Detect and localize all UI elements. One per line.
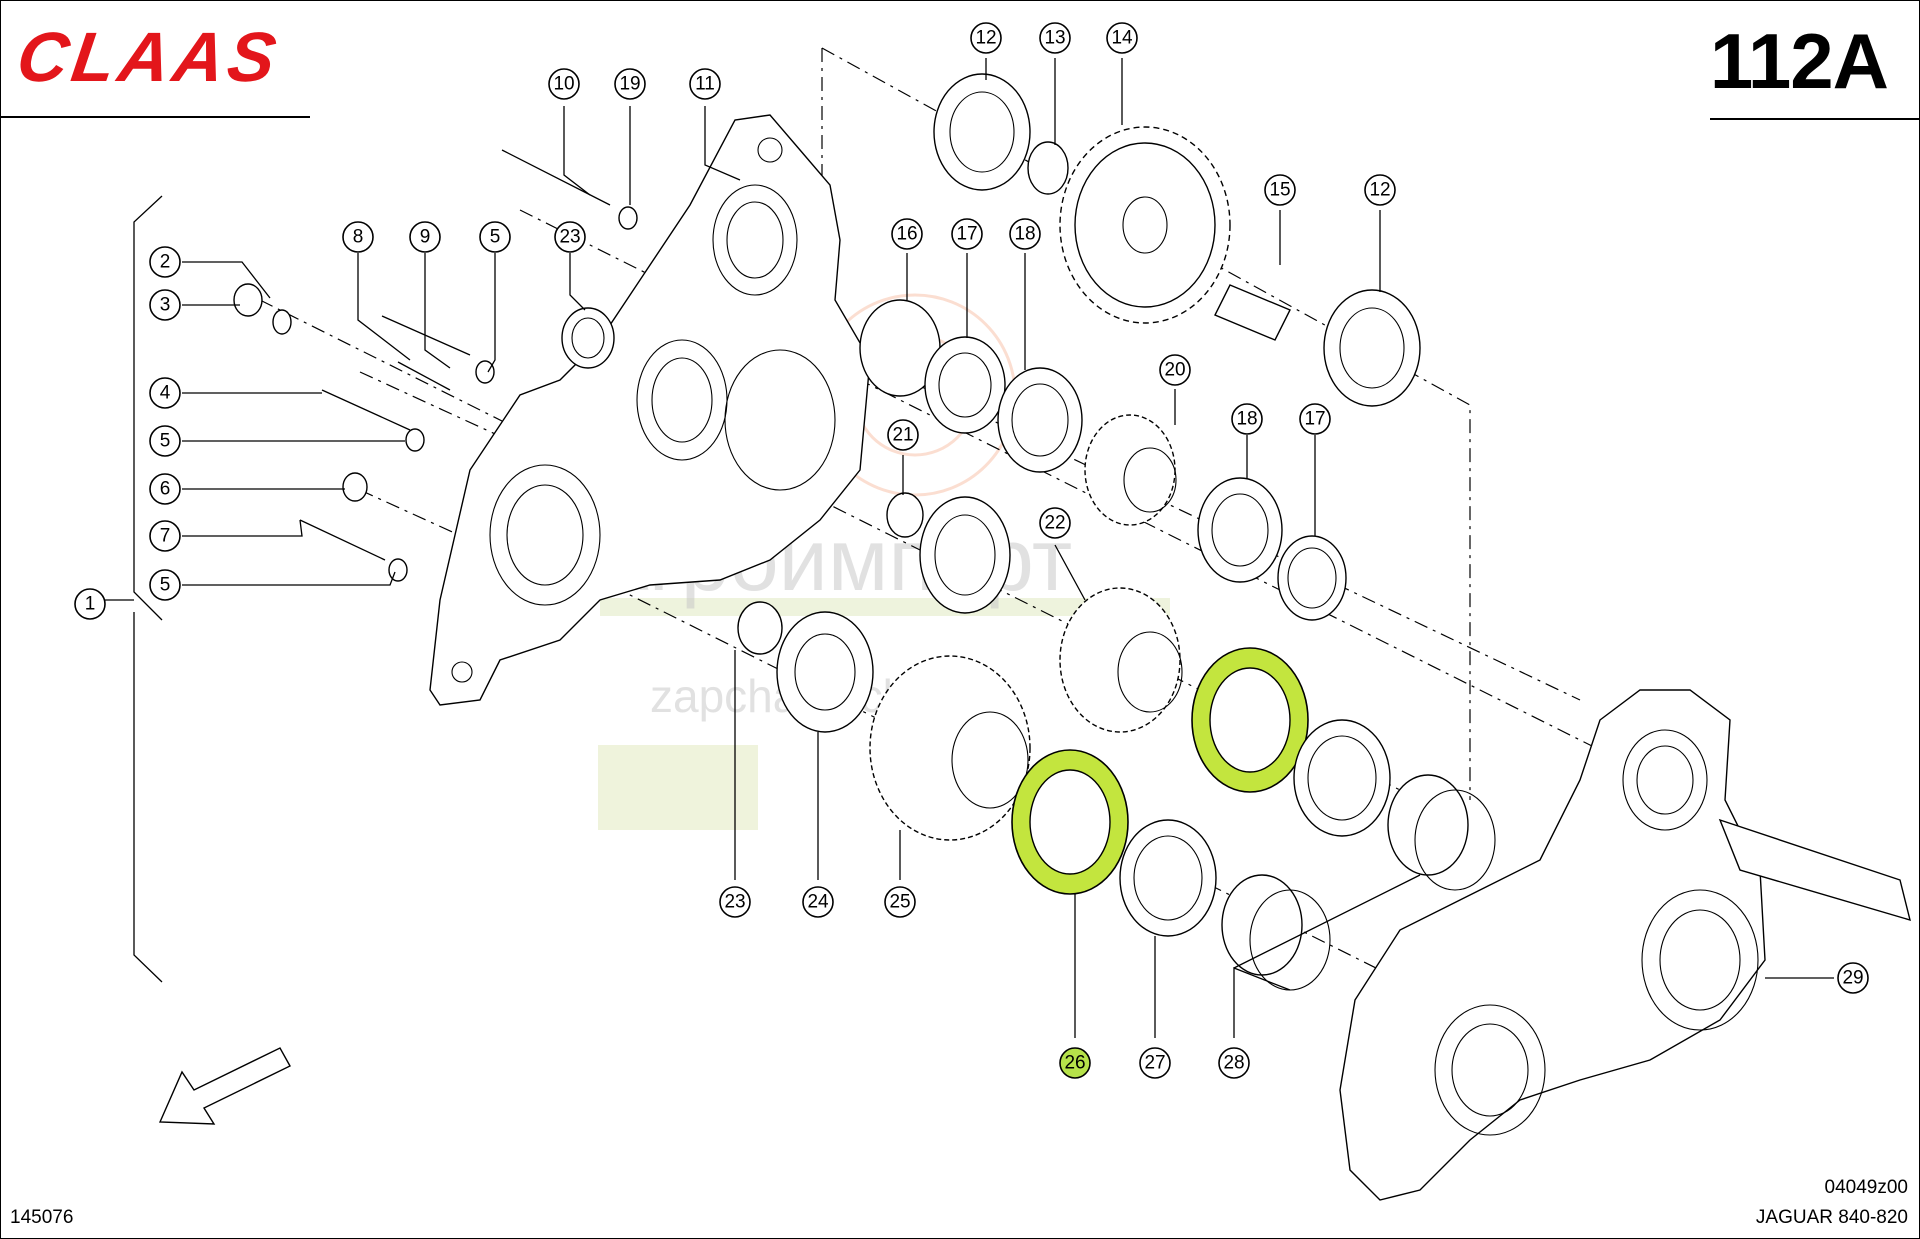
svg-text:8: 8 [353,227,364,248]
svg-text:5: 5 [490,227,501,248]
callout-25: 25 [884,886,916,918]
svg-text:28: 28 [1223,1053,1244,1074]
svg-text:24: 24 [807,892,829,913]
callout-16: 16 [891,218,923,250]
bracket-top [133,195,163,621]
svg-text:5: 5 [160,431,171,452]
svg-text:2: 2 [160,252,171,273]
callout-6: 6 [149,473,181,505]
svg-text:18: 18 [1014,224,1035,245]
callout-24: 24 [802,886,834,918]
svg-text:12: 12 [975,28,996,49]
callout-14: 14 [1106,22,1138,54]
callout-17a: 17 [951,218,983,250]
callout-26-highlighted: 26 [1059,1047,1091,1079]
svg-text:4: 4 [160,383,171,404]
svg-text:7: 7 [160,526,171,547]
assembly-direction-arrow [158,1047,291,1125]
leader-lines [90,58,1834,1038]
svg-text:20: 20 [1164,360,1185,381]
svg-text:22: 22 [1044,513,1065,534]
callout-28: 28 [1218,1047,1250,1079]
svg-text:23: 23 [724,892,745,913]
callout-5a: 5 [149,425,181,457]
callout-7: 7 [149,520,181,552]
document-number: 145076 [10,1207,74,1228]
callout-21: 21 [887,419,919,451]
callout-23a: 23 [554,221,586,253]
svg-text:26: 26 [1064,1053,1085,1074]
svg-text:17: 17 [1304,409,1325,430]
callout-12a: 12 [970,22,1002,54]
svg-text:9: 9 [420,227,431,248]
callout-23b: 23 [719,886,751,918]
callout-5b: 5 [149,569,181,601]
svg-text:14: 14 [1111,28,1133,49]
callout-13: 13 [1039,22,1071,54]
svg-text:27: 27 [1144,1053,1165,1074]
svg-text:6: 6 [160,479,171,500]
svg-text:11: 11 [695,74,715,95]
callout-17b: 17 [1299,403,1331,435]
callout-11: 11 [689,68,721,100]
svg-text:17: 17 [956,224,977,245]
gearbox-cover-left [429,114,871,706]
svg-text:25: 25 [889,892,910,913]
svg-text:19: 19 [619,74,640,95]
svg-text:1: 1 [85,594,96,615]
svg-text:16: 16 [896,224,917,245]
callout-2: 2 [149,246,181,278]
callout-18b: 18 [1231,403,1263,435]
page-number: 112A [1709,17,1889,105]
svg-text:12: 12 [1369,180,1390,201]
bolts-and-washers [233,149,638,582]
svg-text:18: 18 [1236,409,1257,430]
callout-8: 8 [342,221,374,253]
callouts: 1 2 3 4 5 6 7 5 8 9 5 10 19 11 23 12 13 … [74,22,1869,1079]
callout-27: 27 [1139,1047,1171,1079]
svg-text:13: 13 [1044,28,1065,49]
drawing-id: 04049z00 [1824,1177,1908,1198]
callout-9: 9 [409,221,441,253]
svg-text:23: 23 [559,227,580,248]
svg-text:5: 5 [160,575,171,596]
svg-text:3: 3 [160,295,171,316]
callout-4: 4 [149,377,181,409]
header-rule-right [1710,118,1920,120]
callout-12b: 12 [1364,174,1396,206]
callout-18a: 18 [1009,218,1041,250]
gears-and-bearings [737,73,1496,991]
callout-22: 22 [1039,507,1071,539]
callout-29: 29 [1837,962,1869,994]
svg-text:21: 21 [892,425,913,446]
callout-20: 20 [1159,354,1191,386]
bracket-bottom [133,612,163,983]
callout-10: 10 [548,68,580,100]
svg-text:10: 10 [553,74,574,95]
callout-5c: 5 [479,221,511,253]
svg-text:29: 29 [1842,968,1863,989]
gearbox-housing-right [1339,689,1911,1201]
header-rule-left [0,116,310,118]
callout-3: 3 [149,289,181,321]
machine-model: JAGUAR 840-820 [1755,1207,1908,1228]
callout-15: 15 [1264,174,1296,206]
svg-text:15: 15 [1269,180,1290,201]
callout-1: 1 [74,588,106,620]
callout-19: 19 [614,68,646,100]
